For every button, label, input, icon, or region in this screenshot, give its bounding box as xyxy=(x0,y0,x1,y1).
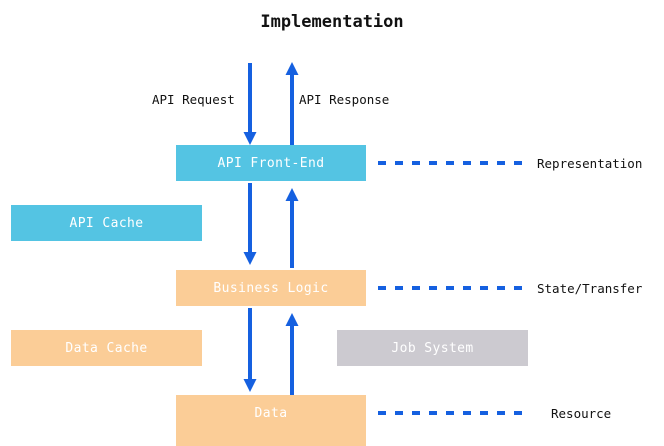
node-label: API Front-End xyxy=(217,155,325,171)
arrow-head-business-to-data xyxy=(243,379,257,392)
node-data[interactable]: Data xyxy=(176,395,366,446)
arrow-head-front-end-to-response xyxy=(285,62,299,75)
arrow-group xyxy=(243,62,299,395)
label-api-request: API Request xyxy=(152,92,235,107)
label-resource: Resource xyxy=(551,406,612,421)
node-label: Job System xyxy=(391,340,474,356)
node-api-front-end[interactable]: API Front-End xyxy=(176,145,366,181)
node-label: API Cache xyxy=(69,215,144,231)
label-state-transfer: State/Transfer xyxy=(537,281,643,296)
node-label: Data xyxy=(254,406,288,421)
node-job-system[interactable]: Job System xyxy=(337,330,528,366)
arrow-head-request-to-front-end xyxy=(243,132,257,145)
arrow-head-business-to-front-end xyxy=(285,188,299,201)
page-title: Implementation xyxy=(260,12,404,32)
node-label: Business Logic xyxy=(213,280,329,296)
label-api-response: API Response xyxy=(299,92,390,107)
node-api-cache[interactable]: API Cache xyxy=(11,205,202,241)
label-representation: Representation xyxy=(537,156,643,171)
dashed-connector-group xyxy=(378,161,530,415)
node-data-cache[interactable]: Data Cache xyxy=(11,330,202,366)
arrow-head-data-to-business xyxy=(285,313,299,326)
node-business-logic[interactable]: Business Logic xyxy=(176,270,366,306)
arrow-head-front-end-to-business xyxy=(243,252,257,265)
node-label: Data Cache xyxy=(65,340,148,356)
